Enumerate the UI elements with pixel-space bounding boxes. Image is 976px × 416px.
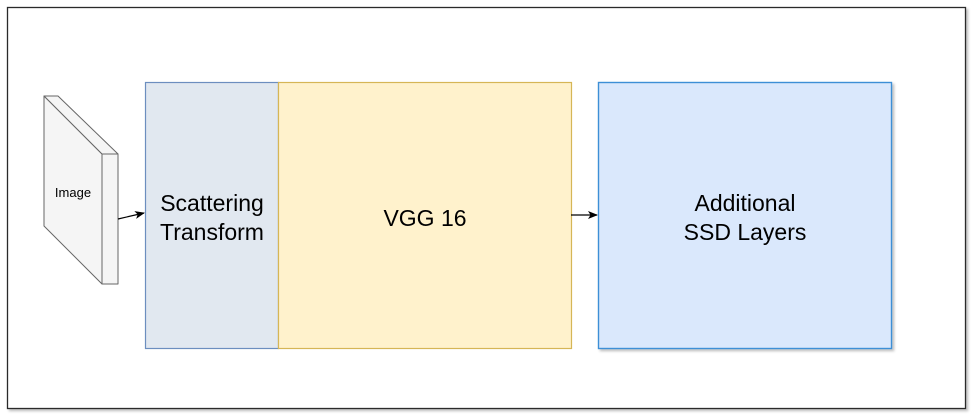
ssd-layers-box xyxy=(597,81,893,350)
scattering-label-line-2: Transform xyxy=(160,219,264,245)
scattering-label-line-1: Scattering xyxy=(160,190,264,217)
image-to-scattering-arrow xyxy=(117,211,145,220)
image-label-text: Image xyxy=(54,184,92,200)
ssd-label-line-1: Additional xyxy=(694,190,796,217)
ssd-label-line-2: SSD Layers xyxy=(683,219,807,245)
scattering-transform-box xyxy=(144,81,280,350)
scattering-transform-label: Scattering Transform xyxy=(145,185,279,251)
image-label: Image xyxy=(44,180,102,206)
vgg16-label-text: VGG 16 xyxy=(383,204,467,231)
vgg16-box xyxy=(277,81,573,350)
image-slab-side xyxy=(101,153,119,285)
ssd-layers-label: Additional SSD Layers xyxy=(598,185,892,251)
image-node xyxy=(43,95,119,285)
vgg16-label: VGG 16 xyxy=(278,200,572,236)
